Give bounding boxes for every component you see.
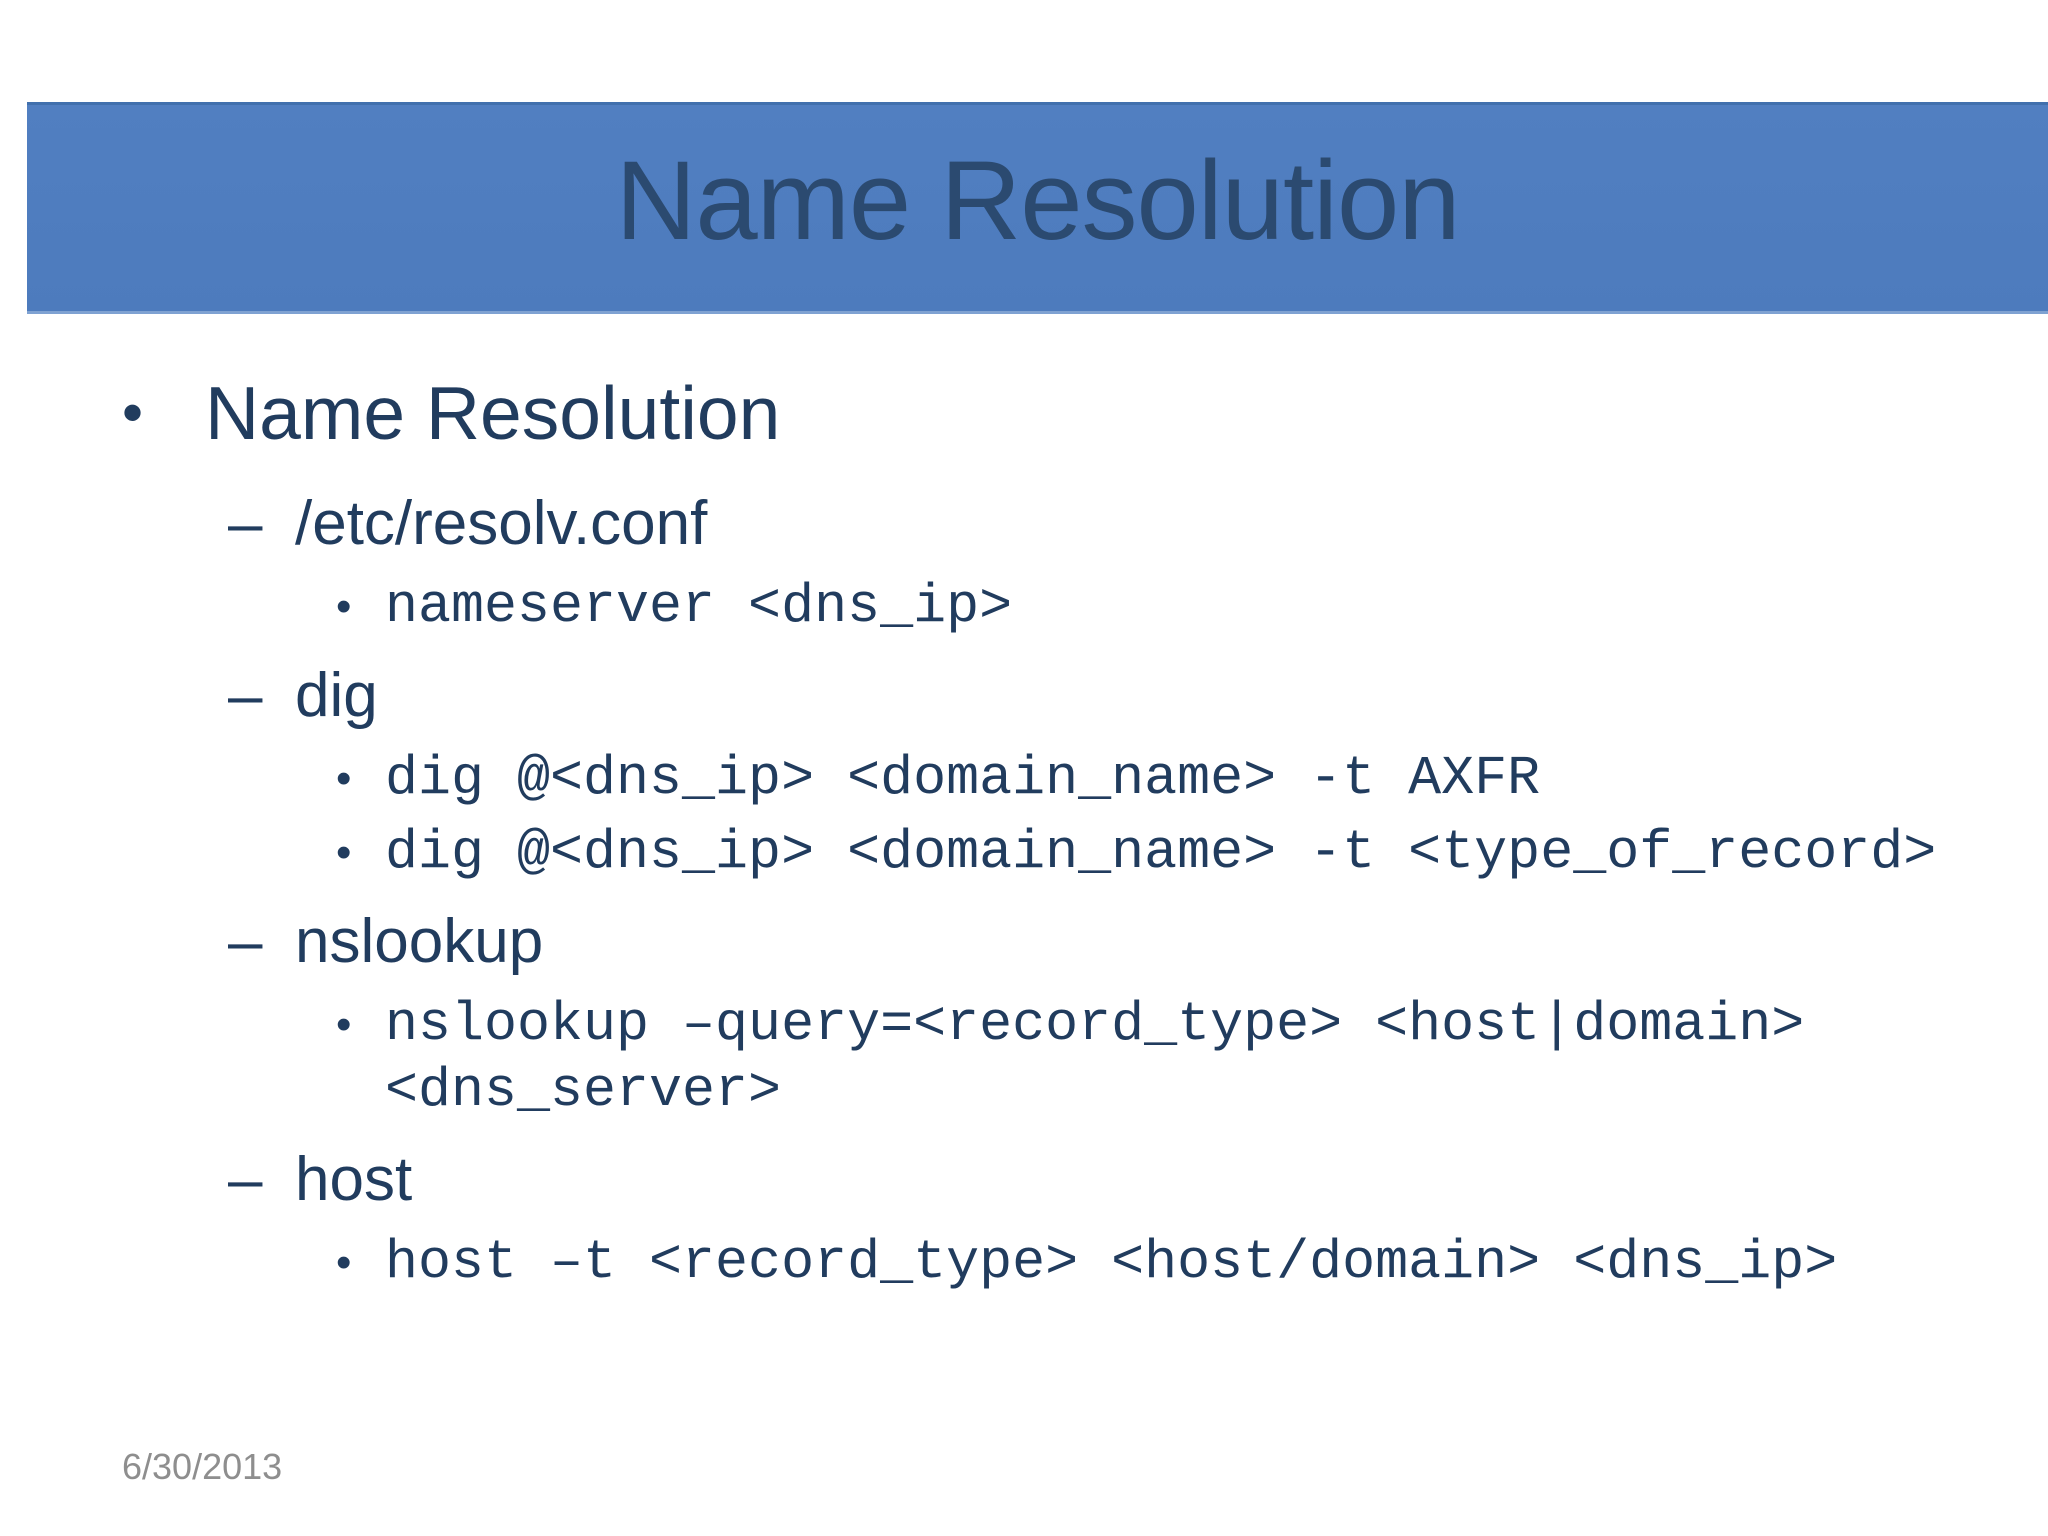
title-bar: Name Resolution xyxy=(27,102,2048,314)
section-label: /etc/resolv.conf xyxy=(295,489,708,558)
dash-icon: – xyxy=(228,489,263,558)
section-label: host xyxy=(295,1145,413,1214)
bullet-icon: • xyxy=(336,828,352,877)
dash-icon: – xyxy=(228,907,263,976)
body-heading: Name Resolution xyxy=(205,371,781,455)
dash-icon: – xyxy=(228,661,263,730)
command-text: nameserver <dns_ip> xyxy=(385,575,1013,638)
command-text: dig @<dns_ip> <domain_name> -t AXFR xyxy=(385,747,1541,810)
command-line: • nameserver <dns_ip> xyxy=(0,574,2008,640)
section-label-line: – /etc/resolv.conf xyxy=(0,486,2008,562)
command-line: • dig @<dns_ip> <domain_name> -t <type_o… xyxy=(0,820,2008,886)
bullet-icon: • xyxy=(336,754,352,803)
slide-title: Name Resolution xyxy=(615,138,1460,263)
section-label-line: – dig xyxy=(0,658,2008,734)
section-label: nslookup xyxy=(295,907,544,976)
section-label: dig xyxy=(295,661,378,730)
footer-date: 6/30/2013 xyxy=(122,1446,283,1487)
command-text: nslookup –query=<record_type> <host|doma… xyxy=(385,993,1805,1122)
command-line: • host –t <record_type> <host/domain> <d… xyxy=(0,1230,2008,1296)
body-heading-line: • Name Resolution xyxy=(0,368,2008,458)
content: • Name Resolution – /etc/resolv.conf • n… xyxy=(0,368,2008,1304)
command-line: • dig @<dns_ip> <domain_name> -t AXFR xyxy=(0,746,2008,812)
bullet-icon: • xyxy=(336,1238,352,1287)
command-text: host –t <record_type> <host/domain> <dns… xyxy=(385,1231,1838,1294)
command-line: • nslookup –query=<record_type> <host|do… xyxy=(0,992,2008,1124)
bullet-icon: • xyxy=(122,379,144,446)
section-label-line: – nslookup xyxy=(0,904,2008,980)
bullet-icon: • xyxy=(336,1000,352,1049)
command-text: dig @<dns_ip> <domain_name> -t <type_of_… xyxy=(385,821,1937,884)
bullet-icon: • xyxy=(336,582,352,631)
section-label-line: – host xyxy=(0,1142,2008,1218)
dash-icon: – xyxy=(228,1145,263,1214)
